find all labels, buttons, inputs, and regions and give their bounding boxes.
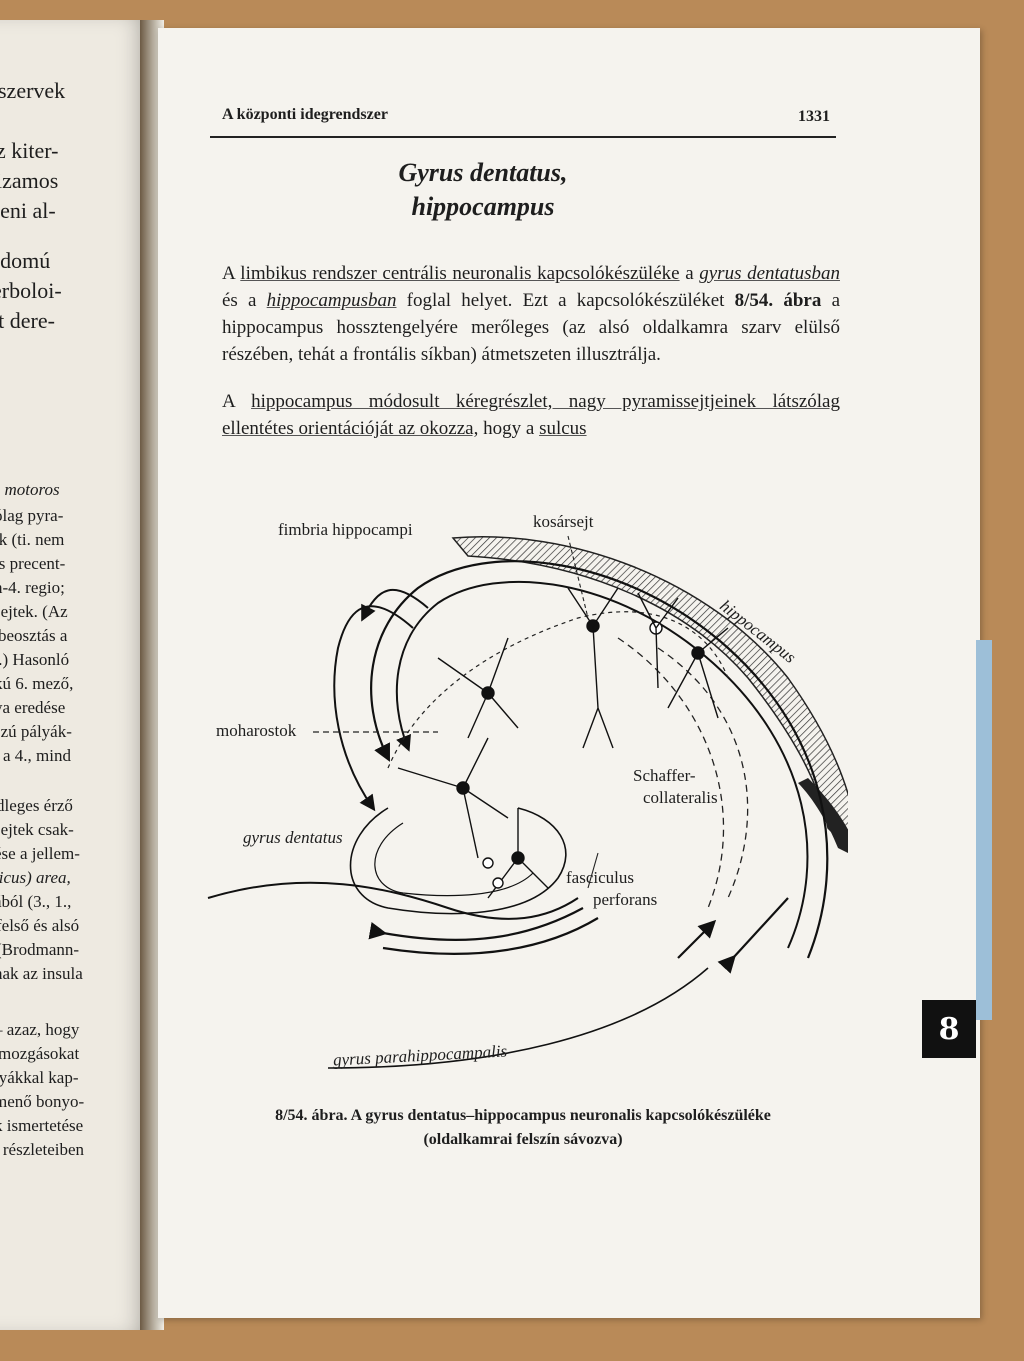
left-page-text-fragment: szú pályák-: [0, 722, 72, 741]
page-number: 1331: [798, 108, 830, 125]
hatched-surface-band: [451, 536, 848, 850]
underlined-italic-text: gyrus dentatusban: [699, 263, 840, 284]
diagram-drawing: [207, 535, 848, 1069]
text-run: A: [222, 391, 252, 412]
label-schaffer-1: Schaffer-: [633, 766, 696, 785]
text-run: foglal helyet. Ezt a kapcsolókészüléket: [396, 290, 735, 311]
hippocampus-diagram: fimbria hippocampi kosársejt hippocampus…: [188, 478, 848, 1098]
left-page-text-fragment: sejtek. (Az: [0, 602, 68, 621]
left-page-text-fragment: dleges érző: [0, 796, 73, 815]
left-page-text-fragment: menő bonyo-: [0, 1092, 85, 1111]
running-header-title: A központi idegrendszer: [222, 106, 388, 123]
blue-page-edge: [976, 640, 992, 1020]
left-page: szervek z kiter-izamos teni al-idomú erbolo…: [0, 20, 148, 1330]
left-page-text-fragment: ából (3., 1.,: [0, 892, 72, 911]
label-fasciculus: fasciculus: [566, 868, 634, 887]
pyramidal-layer: [387, 611, 729, 769]
perforant-path-1: [368, 907, 584, 941]
text-run: és a: [222, 290, 267, 311]
chapter-tab: 8: [922, 1000, 976, 1058]
figure-reference: 8/54. ábra: [734, 290, 822, 311]
fasciculus-pointer: [587, 852, 599, 889]
left-page-text-fragment: s részleteiben: [0, 1140, 85, 1159]
right-page: A központi idegrendszer 1331 Gyrus denta…: [158, 28, 980, 1318]
schaffer-collateral-1: [657, 647, 749, 899]
caption-line2: (oldalkamrai felszín sávozva): [423, 1131, 623, 1148]
text-run: a: [679, 263, 700, 284]
perforant-path-2: [382, 917, 599, 955]
alveus-fiber-2: [395, 580, 809, 949]
header-rule: [210, 136, 836, 138]
kosarsejt-pointer: [567, 535, 589, 619]
left-page-text-fragment: szervek: [0, 78, 66, 103]
left-page-text-fragment: ése a jellem-: [0, 844, 80, 863]
section-title-line1: Gyrus dentatus,: [398, 158, 568, 187]
figure-caption: 8/54. ábra. A gyrus dentatus–hippocampus…: [198, 1104, 848, 1152]
underlined-italic-text: hippocampusban: [266, 290, 397, 311]
dentate-gyrus-inner: [374, 822, 534, 897]
paragraph-1: A limbikus rendszer centrális neuronalis…: [222, 260, 840, 368]
lower-surface-curve: [207, 881, 579, 920]
left-page-text-fragment: sejtek csak-: [0, 820, 74, 839]
left-page-text-fragment: n-4. regio;: [0, 578, 65, 597]
fimbria-fiber: [361, 588, 429, 622]
entorhinal-arrow-1: [677, 919, 717, 959]
underlined-text: hippocampus módosult kéregrészlet, nagy …: [222, 391, 840, 439]
pyramidal-neurons: [397, 587, 729, 899]
text-run: A: [222, 263, 241, 284]
label-schaffer-2: collateralis: [643, 788, 718, 807]
parahippocampal-curve: [327, 967, 709, 1069]
alveus-fiber-1: [370, 560, 829, 959]
left-page-text-fragment: felső és alsó: [0, 916, 80, 935]
left-page-text-fragment: mozgásokat: [0, 1044, 80, 1063]
left-page-text-fragment: · motoros: [0, 480, 60, 499]
section-title: Gyrus dentatus, hippocampus: [308, 156, 658, 224]
left-page-text-fragment: – azaz, hogy: [0, 1020, 80, 1039]
left-page-text-fragment: beosztás a: [0, 626, 68, 645]
label-gyrus-dentatus: gyrus dentatus: [243, 828, 343, 847]
paragraph-2: A hippocampus módosult kéregrészlet, nag…: [222, 388, 840, 442]
underlined-text: limbikus rendszer centrális neuronalis k…: [240, 263, 680, 284]
left-page-text-fragment: (Brodmann-: [0, 940, 80, 959]
label-perforans: perforans: [593, 890, 658, 909]
left-page-text-fragment: izamos: [0, 168, 59, 193]
left-page-text-fragment: z kiter-: [0, 138, 59, 163]
dentate-gyrus-outline: [349, 807, 567, 915]
left-page-text-fragment: k ismertetése: [0, 1116, 84, 1135]
left-page-text-fragment: erboloi-: [0, 278, 62, 303]
left-page-text-fragment: lyákkal kap-: [0, 1068, 79, 1087]
text-run: hogy a: [478, 418, 540, 439]
left-page-text-fragment: is precent-: [0, 554, 66, 573]
label-kosarsejt: kosársejt: [533, 512, 594, 531]
left-page-text-fragment: lt dere-: [0, 308, 55, 333]
left-page-text-fragment: kú 6. mező,: [0, 674, 74, 693]
schaffer-collateral-2: [617, 637, 725, 909]
caption-line1: 8/54. ábra. A gyrus dentatus–hippocampus…: [275, 1107, 771, 1124]
label-moharostok: moharostok: [216, 721, 297, 740]
underlined-text: sulcus: [539, 418, 587, 439]
left-page-text-fragment: ticus) area,: [0, 868, 71, 887]
left-page-text-fragment: ya eredése: [0, 698, 66, 717]
label-fimbria-hippocampi: fimbria hippocampi: [278, 520, 413, 539]
alveus-fiber-3: [333, 605, 414, 812]
left-page-text-fragment: nak az insula: [0, 964, 83, 983]
text-run: a hippocampus hossztengelyére merőleges …: [222, 290, 841, 365]
left-page-text-fragment: ólag pyra-: [0, 506, 64, 525]
left-page-text-fragment: l a 4., mind: [0, 746, 71, 765]
left-page-text-fragment: ..) Hasonló: [0, 650, 70, 669]
left-page-text-fragment: teni al-: [0, 198, 56, 223]
section-title-line2: hippocampus: [411, 192, 555, 221]
entorhinal-arrow-2: [717, 897, 789, 974]
left-page-text-fragment: idomú: [0, 248, 51, 273]
left-page-text-fragment: ik (ti. nem: [0, 530, 65, 549]
